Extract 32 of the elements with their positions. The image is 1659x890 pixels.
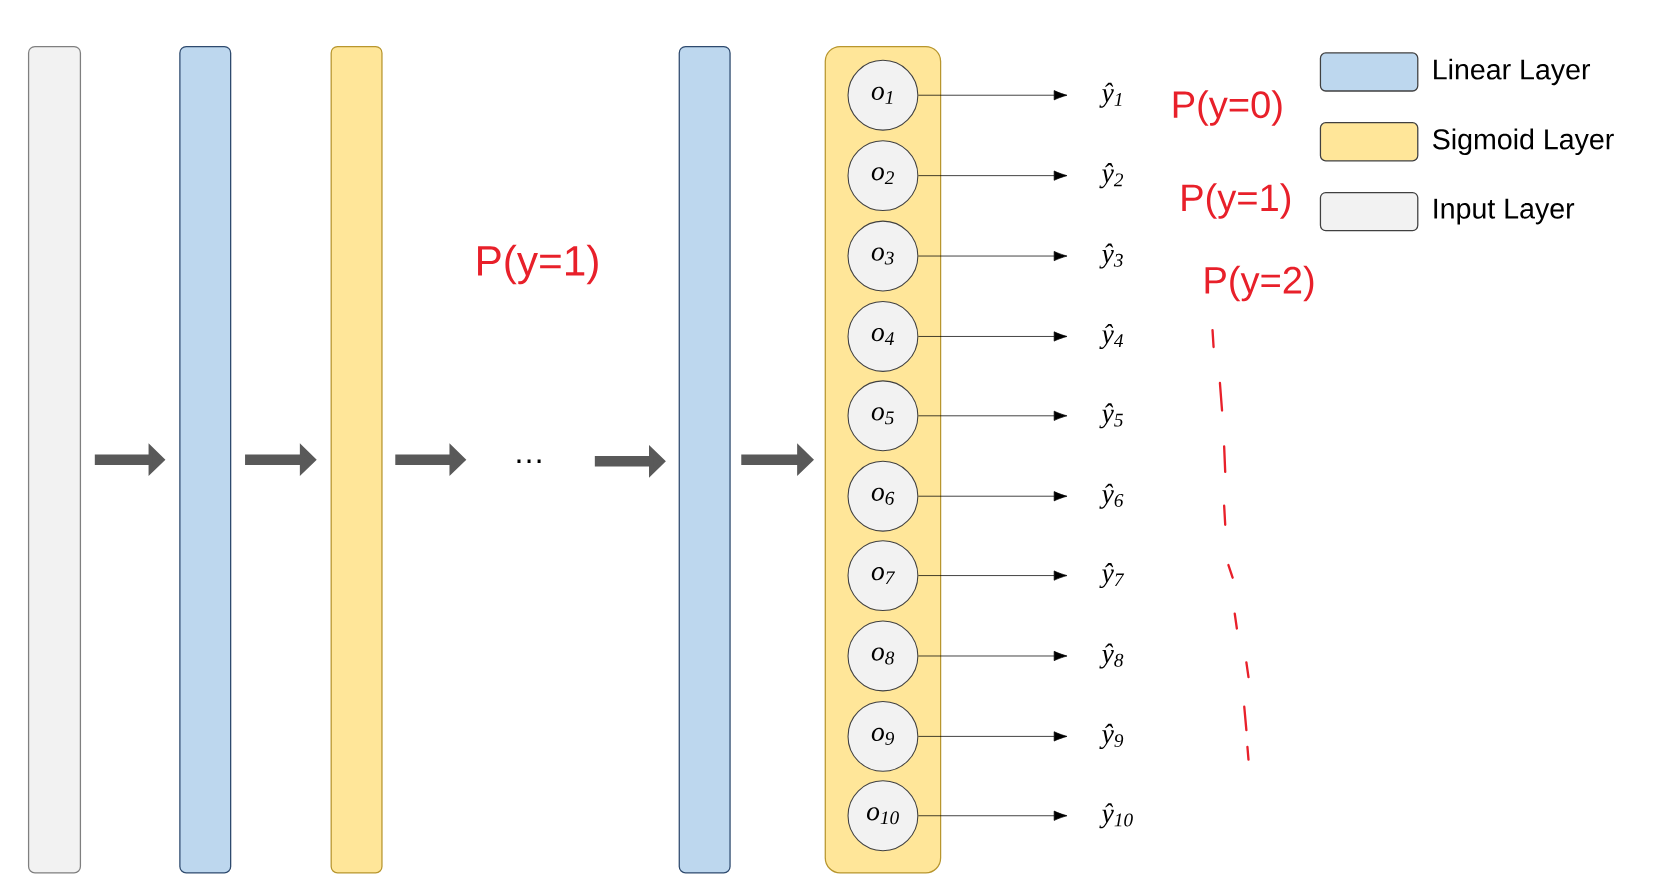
layer-bar xyxy=(179,46,232,874)
output-label: ŷ$_{9}$ xyxy=(1099,723,1124,749)
layer-bar xyxy=(27,46,82,874)
arrow xyxy=(918,731,1068,742)
layer-bar xyxy=(678,46,731,874)
output-label: ŷ$_{4}$ xyxy=(1099,324,1124,350)
layer-bar xyxy=(330,46,383,874)
legend-label: Input Layer xyxy=(1434,198,1575,225)
output-label: ŷ$_{7}$ xyxy=(1099,563,1125,589)
handwritten-note: P(y=1) xyxy=(1182,183,1291,219)
arrow xyxy=(918,810,1068,821)
output-label: ŷ$_{3}$ xyxy=(1099,243,1123,269)
handwritten-note: P(y=0) xyxy=(1173,90,1282,126)
output-label: ŷ$_{10}$ xyxy=(1099,803,1133,829)
output-label: ŷ$_{8}$ xyxy=(1099,643,1124,669)
output-label: ŷ$_{6}$ xyxy=(1099,483,1124,509)
output-label: ŷ$_{2}$ xyxy=(1099,163,1124,189)
arrow xyxy=(918,251,1068,262)
output-label: ŷ$_{1}$ xyxy=(1099,82,1122,108)
arrow xyxy=(918,651,1068,662)
legend-label: Sigmoid Layer xyxy=(1433,128,1614,156)
arrow xyxy=(918,170,1068,181)
arrow xyxy=(918,410,1068,421)
handwritten-note: P(y=1) xyxy=(478,244,598,285)
arrow xyxy=(918,491,1068,502)
ellipsis: … xyxy=(517,459,541,464)
legend-label: Linear Layer xyxy=(1434,58,1590,86)
output-label: ŷ$_{5}$ xyxy=(1099,403,1123,429)
arrow xyxy=(918,90,1068,101)
handwritten-note: P(y=2) xyxy=(1205,265,1314,302)
arrow xyxy=(918,331,1068,342)
arrow xyxy=(918,570,1068,581)
